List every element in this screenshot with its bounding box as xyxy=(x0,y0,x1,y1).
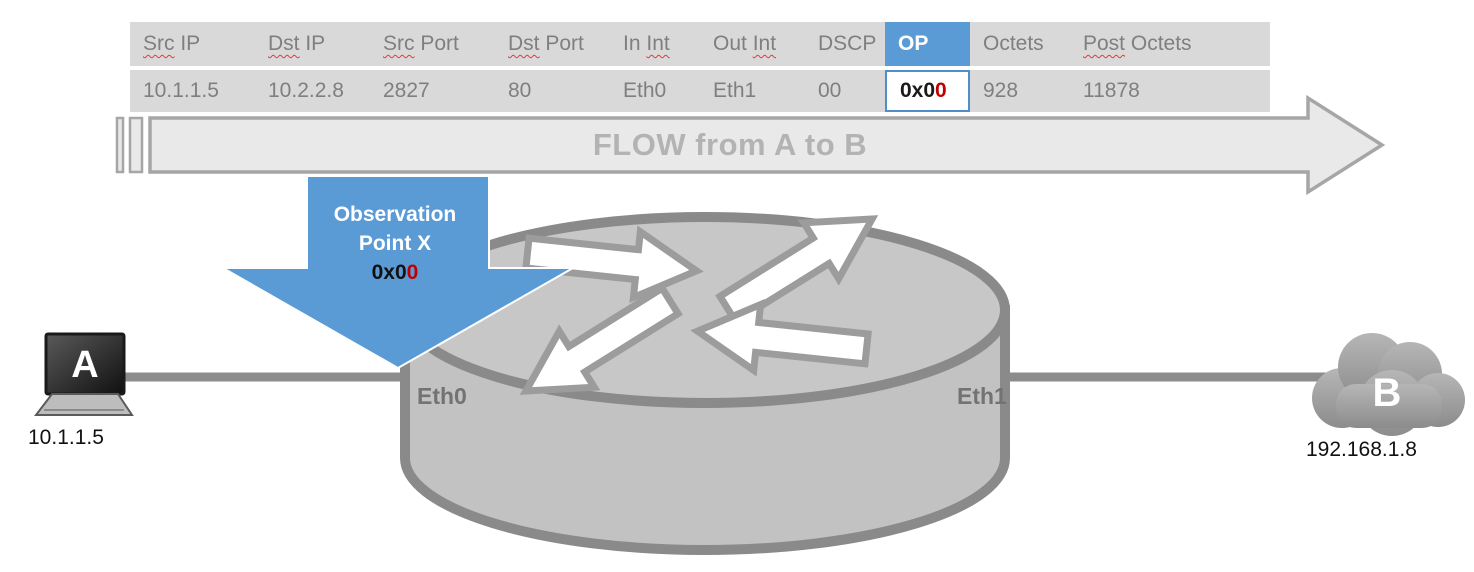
host-b-label: B xyxy=(1372,371,1402,415)
laptop-icon xyxy=(33,332,134,416)
router-interface-eth1-label: Eth1 xyxy=(957,383,1007,409)
router-icon xyxy=(400,191,1010,555)
router-interface-eth0-label: Eth0 xyxy=(417,383,467,409)
host-a-ip: 10.1.1.5 xyxy=(28,426,104,449)
value-in-int: Eth0 xyxy=(610,70,700,112)
value-dst-port: 80 xyxy=(495,70,610,112)
observation-line1: Observation xyxy=(333,203,457,226)
cloud-icon xyxy=(1312,333,1465,436)
flow-arrow-shape xyxy=(115,94,1386,196)
col-header-src-ip: Src IP xyxy=(130,22,255,66)
observation-arrow-shape xyxy=(219,175,577,370)
value-src-port: 2827 xyxy=(370,70,495,112)
col-header-dscp: DSCP xyxy=(805,22,885,66)
flow-arrow-label: FLOW from A to B xyxy=(592,127,868,162)
flow-record-table: Src IP Dst IP Src Port Dst Port In Int O… xyxy=(130,22,1270,112)
value-dscp: 00 xyxy=(805,70,885,112)
value-out-int: Eth1 xyxy=(700,70,805,112)
col-header-in-int: In Int xyxy=(610,22,700,66)
observation-point-label: Observation Point X 0x00 xyxy=(297,200,493,287)
value-dst-ip: 10.2.2.8 xyxy=(255,70,370,112)
host-a-label: A xyxy=(71,344,99,386)
col-header-octets: Octets xyxy=(970,22,1070,66)
col-header-op: OP xyxy=(885,22,970,66)
col-header-out-int: Out Int xyxy=(700,22,805,66)
host-b-ip: 192.168.1.8 xyxy=(1306,438,1417,461)
col-header-post-octets: Post Octets xyxy=(1070,22,1270,66)
value-post-octets: 11878 xyxy=(1070,70,1270,112)
value-octets: 928 xyxy=(970,70,1070,112)
col-header-dst-port: Dst Port xyxy=(495,22,610,66)
value-src-ip: 10.1.1.5 xyxy=(130,70,255,112)
col-header-dst-ip: Dst IP xyxy=(255,22,370,66)
col-header-src-port: Src Port xyxy=(370,22,495,66)
observation-line2: Point X xyxy=(358,232,432,255)
observation-op-code: 0x00 xyxy=(371,261,419,284)
